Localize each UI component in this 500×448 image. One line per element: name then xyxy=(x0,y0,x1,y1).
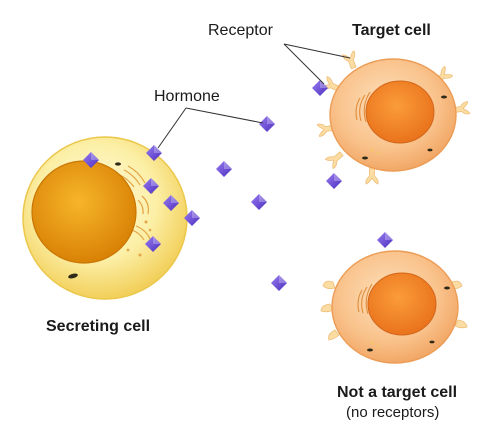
hormone-icon xyxy=(312,80,328,96)
hormone-icon xyxy=(271,275,287,291)
target-cell-label: Target cell xyxy=(352,22,431,39)
non-target-cell xyxy=(320,250,468,364)
secreting-cell-nucleus xyxy=(31,160,137,264)
not-target-cell-label: Not a target cell xyxy=(337,384,458,401)
target-cell-nucleus xyxy=(365,80,435,144)
secreting-cell-label: Secreting cell xyxy=(46,318,151,335)
hormone-icon xyxy=(377,232,393,248)
leader-lines xyxy=(157,43,351,149)
hormone-icon xyxy=(259,116,275,132)
target-cell xyxy=(316,50,471,185)
hormone-icon xyxy=(216,161,232,177)
hormone-icon xyxy=(326,173,342,189)
hormone-icon xyxy=(251,194,267,210)
secreting-cell xyxy=(22,136,188,300)
receptor-label: Receptor xyxy=(208,22,273,39)
no-receptors-label: (no receptors) xyxy=(346,404,440,421)
hormone-label: Hormone xyxy=(154,88,220,105)
non-target-cell-nucleus xyxy=(367,272,437,336)
